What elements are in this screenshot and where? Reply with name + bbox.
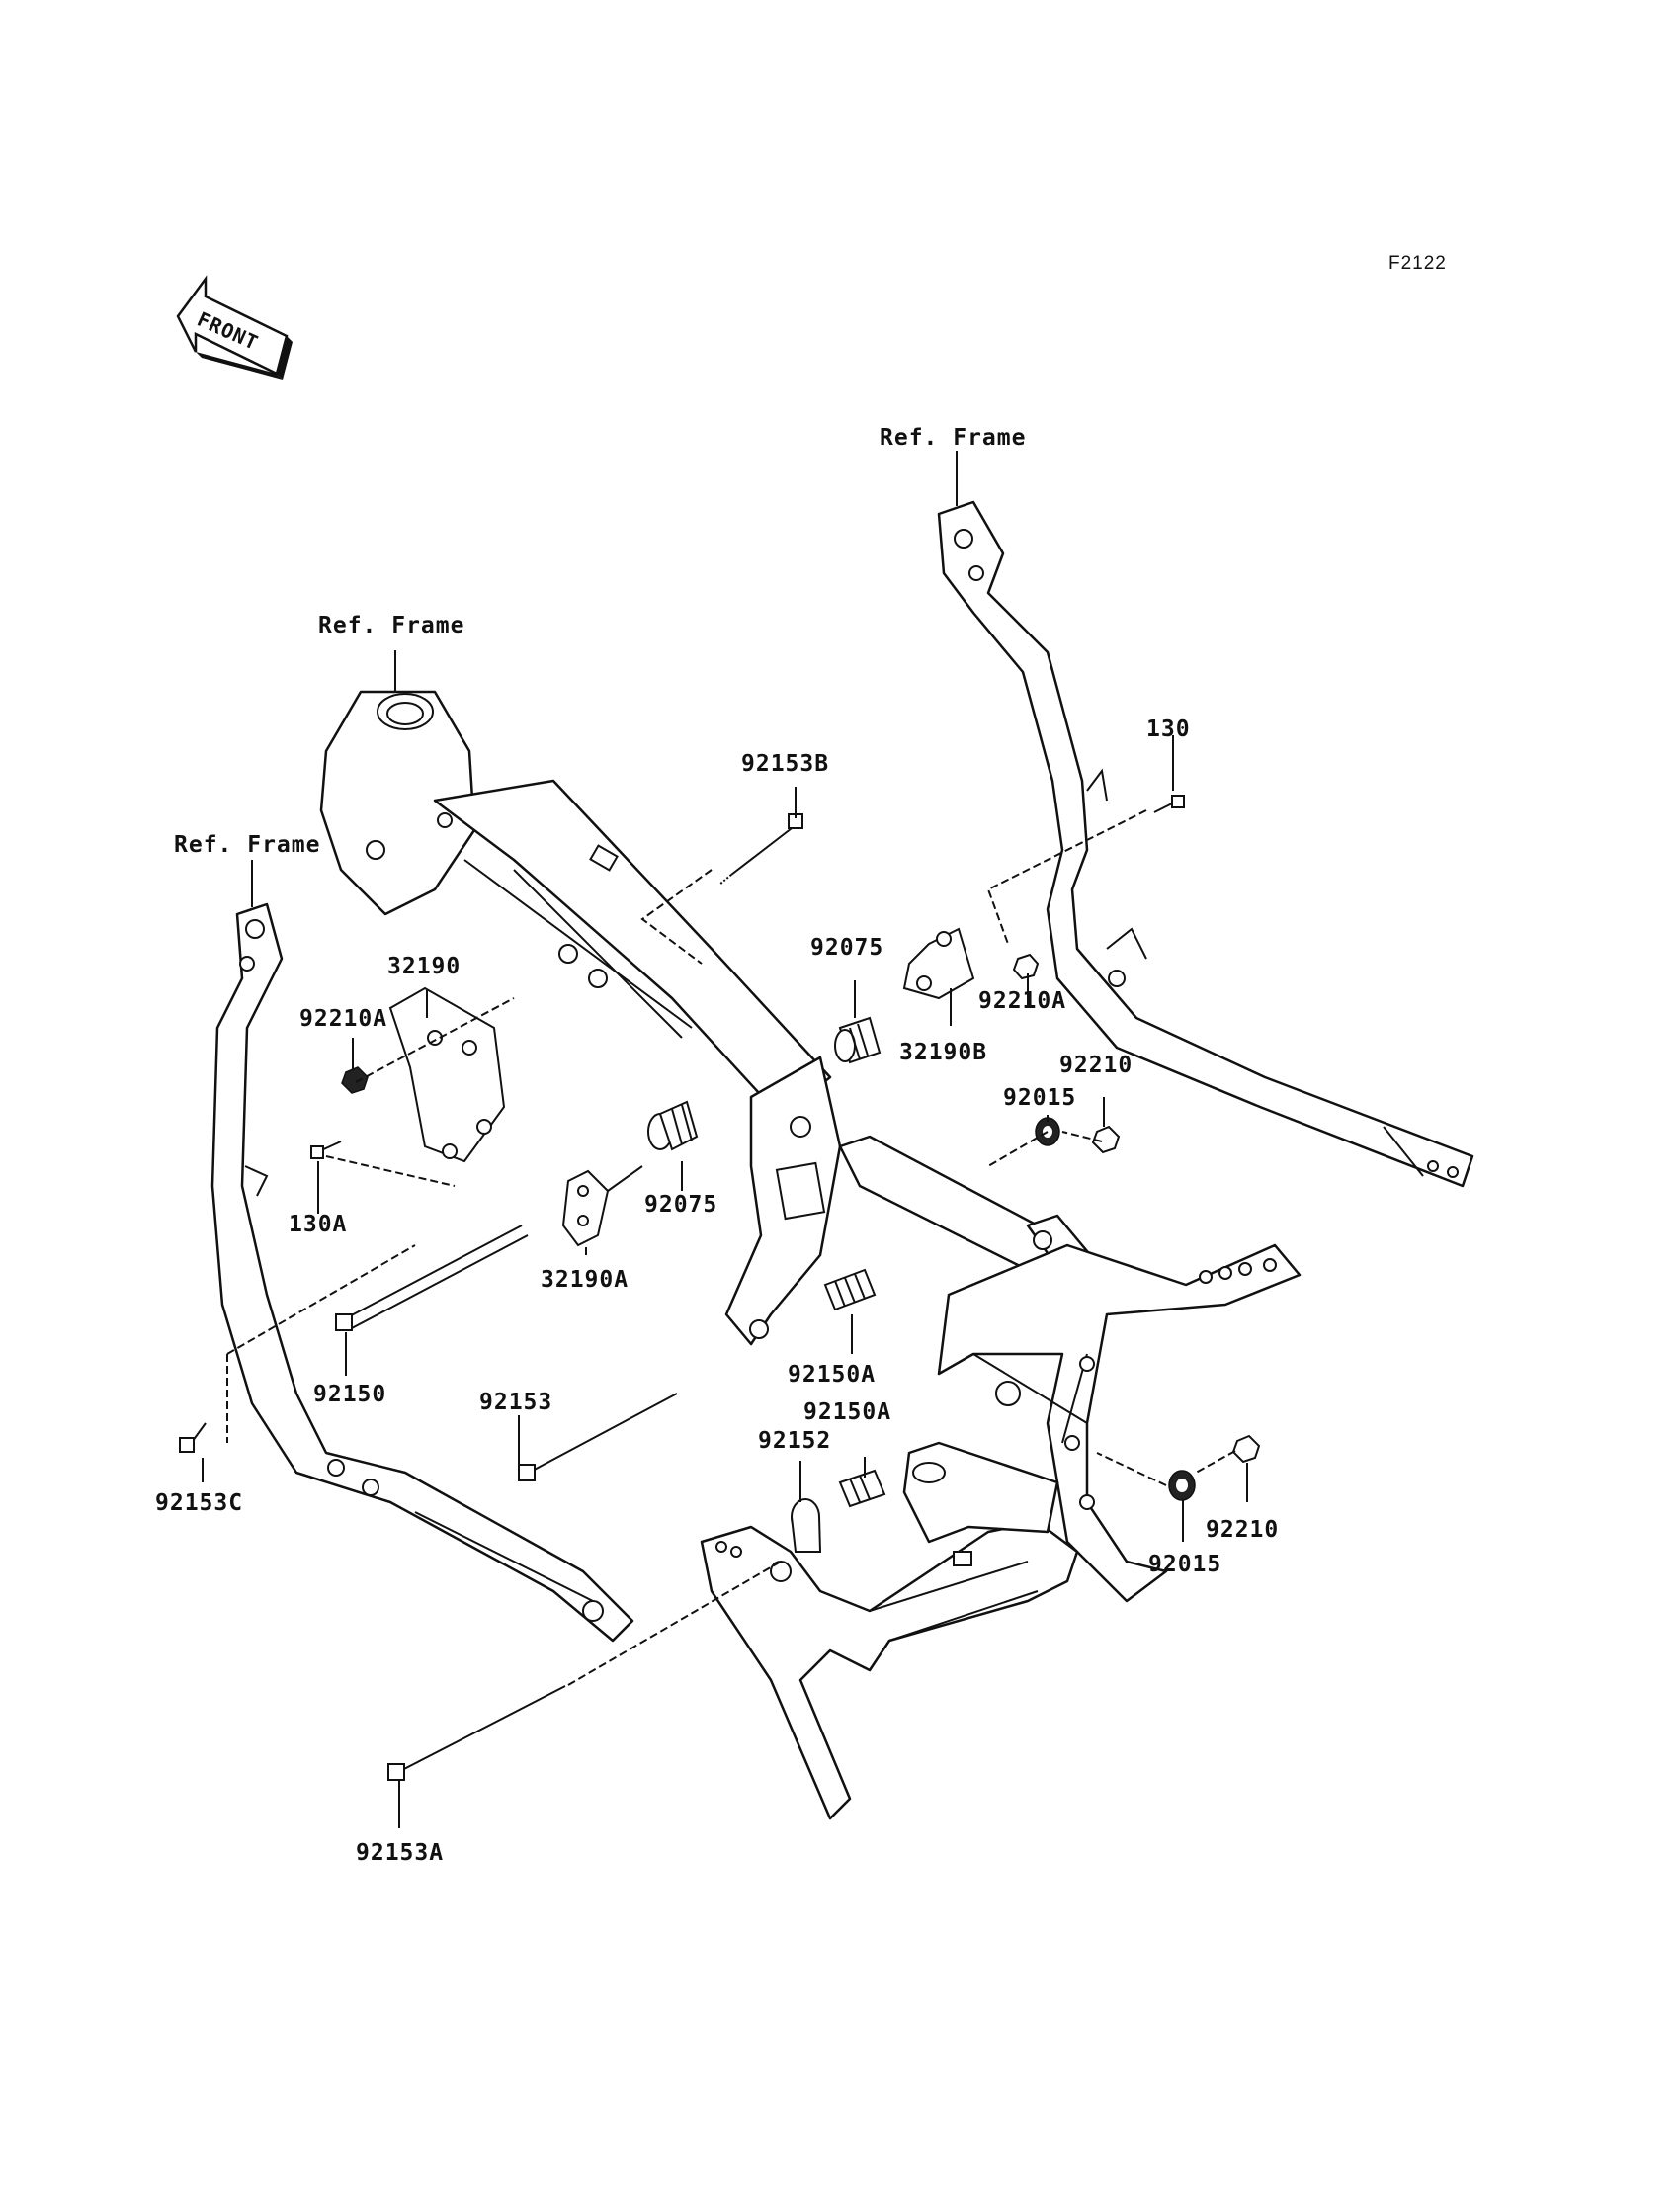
bolt-92153C	[179, 1422, 207, 1453]
label-ref-frame-top: Ref. Frame	[880, 425, 1026, 451]
label-ref-frame-mid: Ref. Frame	[318, 613, 464, 638]
frame-rear-subframe	[937, 1243, 1302, 1603]
label-92153B: 92153B	[741, 751, 829, 777]
bolt-130A	[310, 1141, 342, 1159]
bolt-92153A	[387, 1685, 566, 1781]
bolt-130	[1153, 795, 1185, 813]
spacer-92150A-upper	[823, 1268, 877, 1311]
spacer-92150A-lower	[838, 1469, 886, 1508]
label-92015-upper: 92015	[1003, 1085, 1076, 1111]
label-92150A-lower: 92150A	[803, 1399, 891, 1425]
label-92210-lower: 92210	[1206, 1517, 1279, 1543]
shaft-92150	[335, 1225, 529, 1331]
label-92150A-upper: 92150A	[788, 1362, 876, 1388]
label-32190B: 32190B	[899, 1040, 987, 1065]
leader-lines	[202, 451, 1248, 1828]
label-92015-lower: 92015	[1148, 1552, 1221, 1577]
label-92210A-left: 92210A	[299, 1006, 387, 1032]
nut-92210-lower	[1231, 1434, 1261, 1464]
label-92210A-right: 92210A	[978, 988, 1066, 1014]
frame-bottom-cradle	[700, 1441, 1079, 1820]
bracket-32190	[388, 986, 506, 1163]
label-32190A: 32190A	[541, 1267, 629, 1293]
damper-92075-lower	[647, 1100, 699, 1151]
diagram-code: F2122	[1388, 253, 1447, 274]
bolt-92153	[518, 1393, 678, 1481]
bolt-92153B	[718, 813, 803, 886]
label-32190: 32190	[387, 954, 461, 979]
label-92152: 92152	[758, 1428, 831, 1454]
label-92150: 92150	[313, 1382, 386, 1407]
collar-92152	[791, 1498, 822, 1553]
label-ref-frame-left: Ref. Frame	[174, 832, 320, 858]
frame-main-backbone	[319, 690, 842, 1346]
front-arrow-icon: FRONT	[176, 275, 293, 380]
label-92153: 92153	[479, 1390, 552, 1415]
label-130: 130	[1146, 717, 1191, 742]
bracket-32190A	[561, 1165, 643, 1247]
part-labels: Ref. Frame Ref. Frame Ref. Frame 130 921…	[155, 425, 1279, 1866]
washer-92015-lower	[1168, 1470, 1196, 1501]
label-92075-lower: 92075	[644, 1192, 717, 1218]
label-92153C: 92153C	[155, 1490, 243, 1516]
nut-92210A-right	[1012, 953, 1040, 980]
label-92210-upper: 92210	[1059, 1053, 1133, 1078]
damper-92075-upper	[834, 1016, 882, 1064]
label-130A: 130A	[289, 1212, 347, 1237]
frame-right-rail	[937, 500, 1474, 1188]
nut-92210A-left	[341, 1066, 369, 1094]
nut-92210-upper	[1091, 1125, 1121, 1154]
frame-left-rail	[210, 902, 634, 1643]
bracket-32190B	[902, 927, 975, 1000]
label-92075-upper: 92075	[810, 935, 883, 961]
label-92153A: 92153A	[356, 1840, 444, 1866]
